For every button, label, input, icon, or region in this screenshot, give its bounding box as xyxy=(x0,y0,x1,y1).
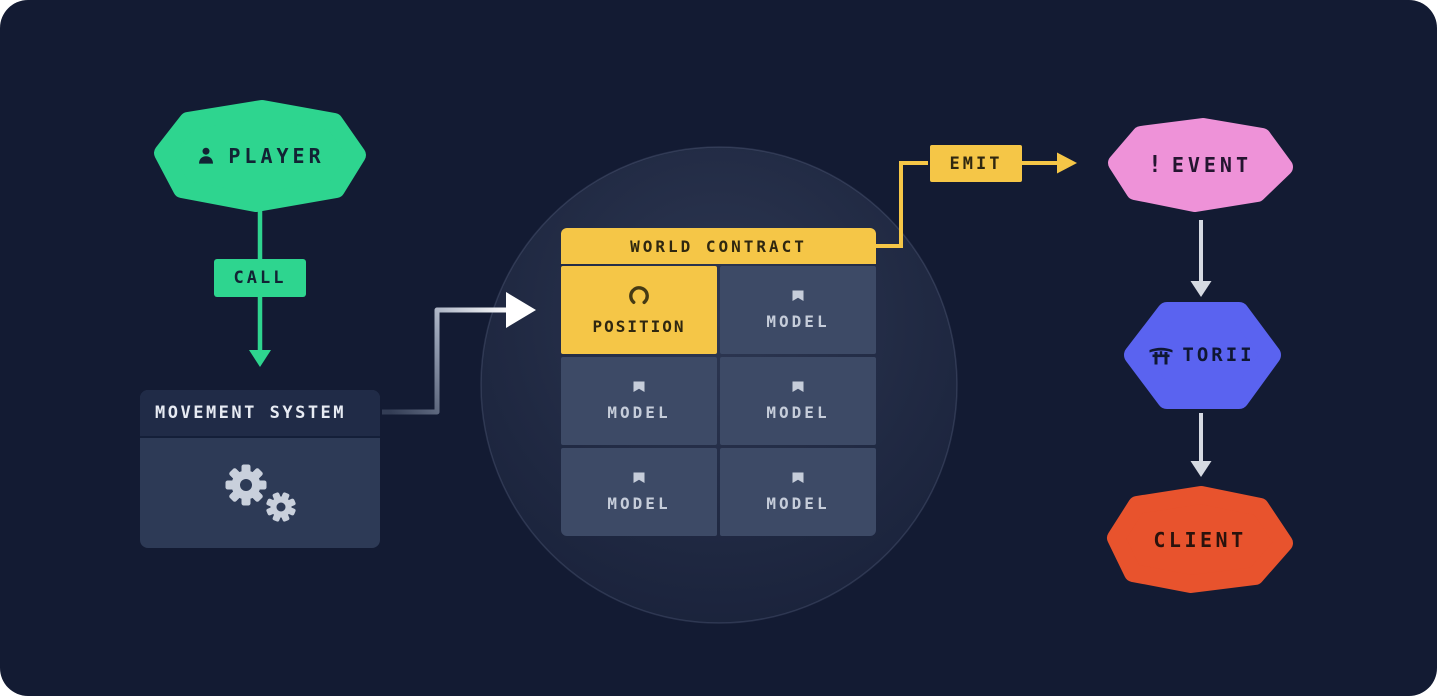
spinner-icon xyxy=(627,284,651,308)
world-contract-grid: POSITION MODEL MODEL xyxy=(561,266,876,536)
call-badge-label: CALL xyxy=(233,268,287,288)
gears-icon xyxy=(214,457,306,527)
event-node: ! EVENT xyxy=(1104,116,1296,214)
player-node: PLAYER xyxy=(150,98,370,214)
model-cell: MODEL xyxy=(561,448,717,536)
torii-gate-icon xyxy=(1149,345,1173,365)
model-icon xyxy=(631,380,647,394)
movement-system-title: MOVEMENT SYSTEM xyxy=(155,403,347,423)
position-cell-label: POSITION xyxy=(592,317,686,336)
player-blob-shape xyxy=(154,100,366,212)
torii-label: TORII xyxy=(1182,344,1255,366)
model-icon xyxy=(790,380,806,394)
event-to-torii-arrow-head xyxy=(1190,281,1212,297)
event-label: EVENT xyxy=(1171,153,1253,177)
emit-badge-label: EMIT xyxy=(949,153,1003,174)
model-cell-label: MODEL xyxy=(766,403,830,422)
model-cell-label: MODEL xyxy=(766,494,830,513)
torii-node: TORII xyxy=(1120,300,1284,410)
emit-to-event-arrow-head xyxy=(1057,152,1077,174)
emit-badge: EMIT xyxy=(930,145,1022,182)
system-to-world-arrow-line xyxy=(382,307,506,415)
exclamation-icon: ! xyxy=(1147,152,1162,178)
client-node: CLIENT xyxy=(1102,486,1298,594)
movement-system-body xyxy=(140,438,380,546)
model-icon xyxy=(790,289,806,303)
model-cell: MODEL xyxy=(720,357,876,445)
model-cell-label: MODEL xyxy=(766,312,830,331)
world-contract-title: WORLD CONTRACT xyxy=(630,236,807,256)
model-cell-label: MODEL xyxy=(607,403,671,422)
call-arrow-head xyxy=(249,350,271,367)
system-to-world-arrow-head xyxy=(506,292,536,328)
call-badge: CALL xyxy=(214,259,306,297)
player-label: PLAYER xyxy=(228,144,325,168)
world-to-emit-connector xyxy=(876,161,928,248)
world-contract-header: WORLD CONTRACT xyxy=(561,228,876,264)
client-label: CLIENT xyxy=(1153,528,1247,552)
model-cell: MODEL xyxy=(720,448,876,536)
movement-system-panel: MOVEMENT SYSTEM xyxy=(140,390,380,548)
world-contract-panel: WORLD CONTRACT POSITION MODEL xyxy=(561,228,876,536)
client-blob-shape xyxy=(1107,486,1293,593)
torii-hexagon-shape xyxy=(1124,302,1281,409)
model-icon xyxy=(790,471,806,485)
model-cell: MODEL xyxy=(720,266,876,354)
person-icon xyxy=(195,145,217,167)
model-cell: MODEL xyxy=(561,357,717,445)
model-cell-label: MODEL xyxy=(607,494,671,513)
movement-system-header: MOVEMENT SYSTEM xyxy=(140,390,380,438)
torii-to-client-arrow-head xyxy=(1190,461,1212,477)
event-blob-shape xyxy=(1108,118,1293,212)
model-icon xyxy=(631,471,647,485)
position-cell: POSITION xyxy=(561,266,717,354)
